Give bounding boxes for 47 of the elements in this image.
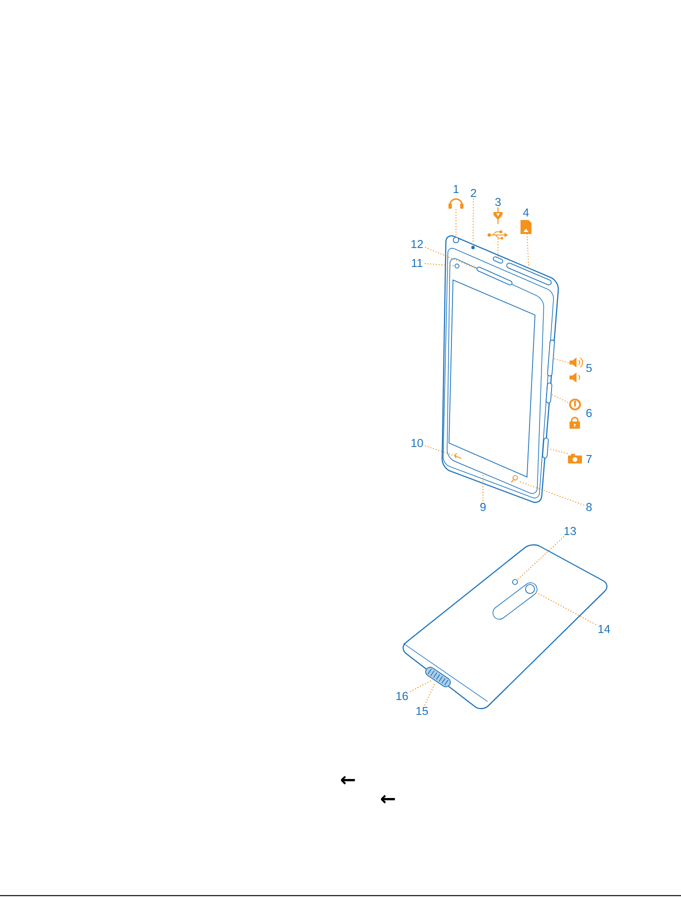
headphone-jack [452,236,460,244]
camera-lens [525,584,535,594]
leader-line [548,448,568,454]
camera-key [542,438,549,458]
callout-number: 4 [523,208,529,216]
callout-number: 15 [416,707,428,716]
callout-number: 10 [411,438,423,448]
leader-line [554,358,569,364]
volume-key [547,340,555,376]
leader-line [424,246,476,269]
leader-line [552,394,568,403]
leader-line [517,536,564,580]
arrow-symbol: ← [380,794,395,804]
power-key [546,382,552,404]
leader-line [526,234,530,271]
callout-number: 6 [586,408,592,418]
microphone-hole [471,246,475,250]
callout-number: 11 [412,259,422,267]
leader-line [534,591,596,625]
callout-number: 8 [586,502,592,512]
callout-number: 7 [586,455,592,463]
arrow-symbol: ← [340,776,355,784]
leader-line [482,473,484,502]
callout-number: 13 [564,526,576,536]
camera-flash [512,579,518,585]
callout-number: 3 [495,198,501,206]
callout-number: 5 [586,364,592,372]
sim-tray [506,262,552,286]
speaker-grille [428,668,448,686]
callout-number: 12 [411,240,423,248]
usb-port [492,256,504,264]
back-key [454,452,462,459]
leader-line [410,679,433,692]
callout-number: 2 [470,189,476,198]
leader-line [472,198,474,246]
leader-line [424,682,436,706]
callout-number: 9 [480,502,486,512]
front-camera [454,264,460,268]
callout-number: 14 [598,625,610,633]
leader-line [455,209,457,237]
search-key [510,475,518,483]
callout-number: 1 [454,185,459,193]
leader-line [518,480,584,506]
callout-number: 16 [396,692,408,700]
leader-line [497,238,499,258]
earpiece [476,266,512,286]
leader-line [424,263,454,266]
